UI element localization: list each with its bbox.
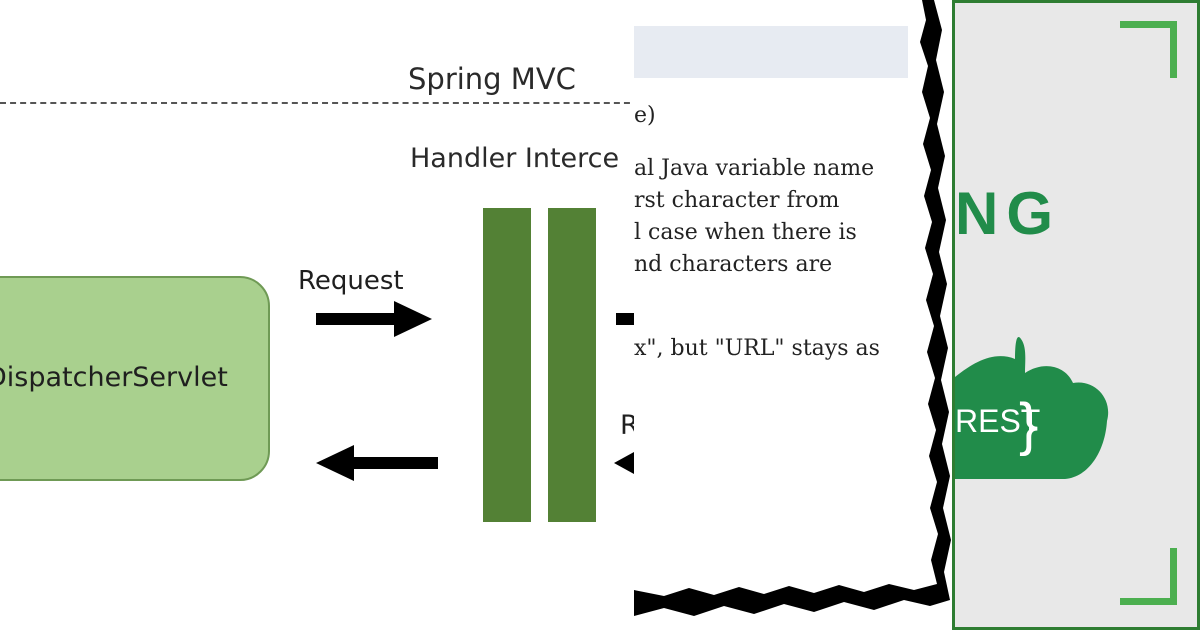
- diagram-arrows: [316, 301, 634, 481]
- response-arrow: [316, 445, 438, 481]
- cloud-brace: }: [1019, 392, 1039, 457]
- logo-corner-top-right: [1120, 21, 1177, 78]
- handler-interceptor-label: Handler Interce: [410, 143, 620, 174]
- dispatcher-servlet-label: DispatcherServlet: [0, 362, 228, 393]
- partial-response-label: R: [620, 410, 634, 441]
- header-shade: [634, 26, 908, 78]
- spring-mvc-diagram: Spring MVC Handler Interce DispatcherSer…: [0, 62, 634, 522]
- request-arrow: [316, 301, 432, 337]
- doc-line-2: al Java variable name: [634, 156, 875, 181]
- partial-left-arrow: [614, 452, 634, 474]
- diagram-title: Spring MVC: [408, 62, 576, 96]
- document-excerpt: e) al Java variable name rst character f…: [634, 0, 952, 630]
- boundary-dashed-line: [0, 102, 634, 104]
- logo-corner-bottom-right: [1120, 548, 1177, 605]
- partial-right-arrow: [616, 313, 634, 325]
- interceptor-bar-2: [548, 208, 596, 522]
- request-label: Request: [298, 266, 404, 296]
- cloud-icon: [955, 337, 1109, 479]
- cloud-rest-text: REST: [955, 403, 1041, 439]
- doc-line-6: x", but "URL" stays as: [634, 336, 880, 361]
- doc-line-1: e): [634, 103, 656, 128]
- spring-rest-logo-panel: NG REST }: [952, 0, 1200, 630]
- interceptor-bar-1: [483, 208, 531, 522]
- logo-word: NG: [955, 180, 1061, 247]
- doc-line-4: l case when there is: [634, 220, 857, 245]
- doc-line-3: rst character from: [634, 188, 840, 213]
- dispatcher-servlet-box: [0, 276, 270, 481]
- doc-line-5: nd characters are: [634, 252, 833, 277]
- torn-paper: [634, 0, 952, 630]
